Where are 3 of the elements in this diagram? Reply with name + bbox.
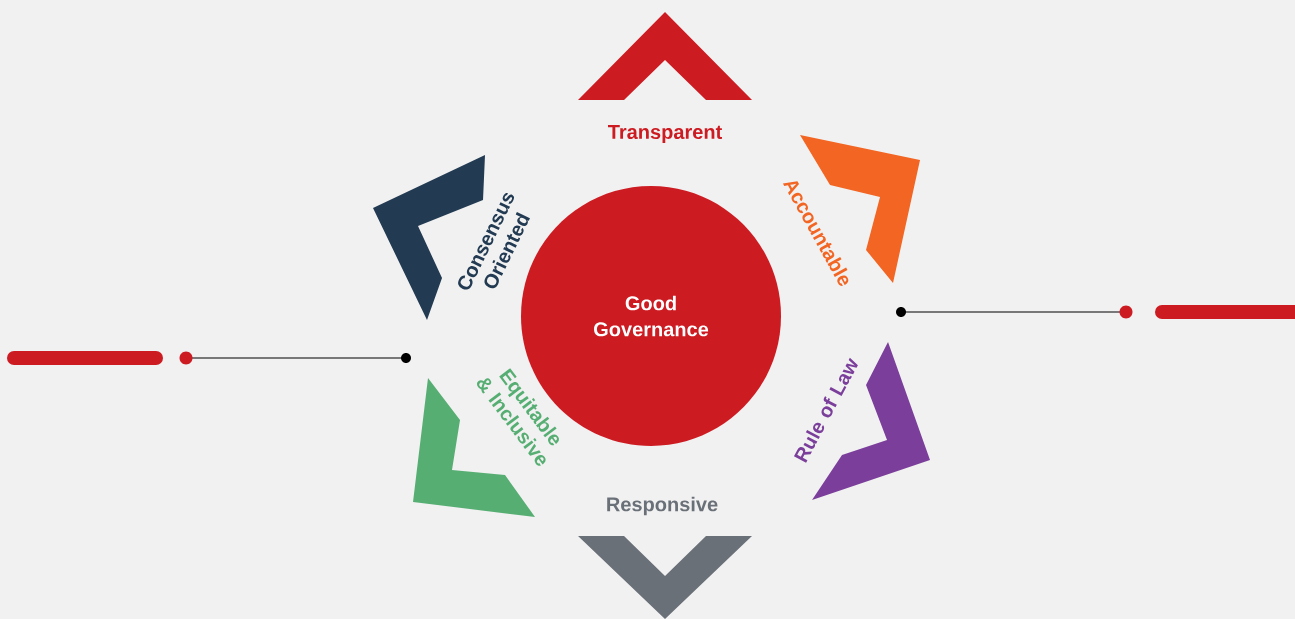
chevron-with-label: Transparent: [578, 12, 752, 143]
chevron-with-label: Responsive: [578, 496, 752, 619]
chevron-with-label: Rule of Law: [793, 342, 930, 500]
